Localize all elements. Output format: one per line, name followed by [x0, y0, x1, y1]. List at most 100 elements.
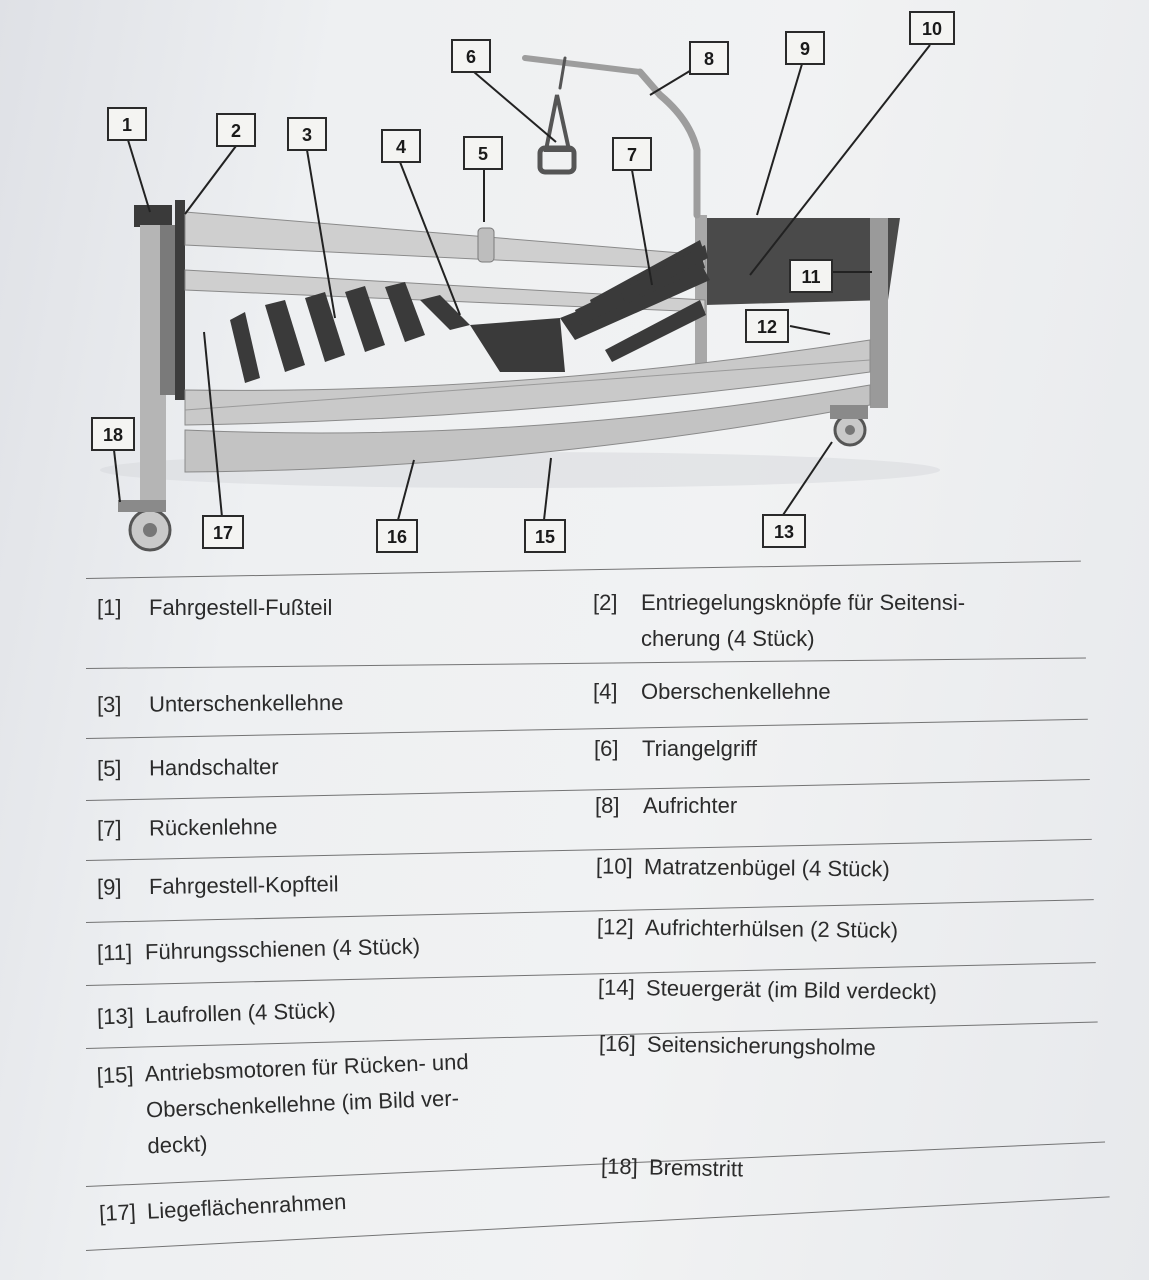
callout-17: 17 [202, 515, 244, 549]
callout-9: 9 [785, 31, 825, 65]
legend-number: [17] [98, 1199, 137, 1227]
legend-text: Führungsschienen (4 Stück) [144, 933, 421, 965]
callout-5: 5 [463, 136, 503, 170]
legend-text: Bremstritt [648, 1154, 744, 1182]
svg-text:11: 11 [801, 267, 820, 287]
bed-diagram: 1 2 3 4 5 6 7 8 9 10 11 12 13 15 16 17 1… [0, 0, 1149, 570]
svg-text:12: 12 [757, 317, 777, 337]
legend-text: Rückenlehne [148, 813, 278, 841]
legend-text: Seitensicherungsholme [646, 1031, 876, 1061]
casters [118, 405, 868, 552]
legend-item-16: [16] Seitensicherungsholme [599, 1026, 876, 1066]
legend-text: Oberschenkellehne [641, 679, 831, 704]
legend-item-6: [6] Triangelgriff [594, 731, 757, 767]
svg-text:8: 8 [704, 49, 714, 69]
lifting-pole [522, 55, 701, 219]
legend-text: Laufrollen (4 Stück) [144, 997, 337, 1028]
legend-item-12: [12] Aufrichterhülsen (2 Stück) [597, 909, 899, 949]
legend-item-18: [18] Bremstritt [601, 1149, 744, 1188]
svg-text:2: 2 [231, 121, 241, 141]
legend-text: Entriegelungsknöpfe für Seitensi- cherun… [641, 590, 966, 651]
svg-text:10: 10 [922, 19, 942, 39]
svg-text:15: 15 [535, 527, 555, 547]
callout-2: 2 [216, 113, 256, 147]
footboard [134, 200, 185, 510]
legend-number: [18] [600, 1153, 638, 1180]
svg-text:13: 13 [774, 522, 794, 542]
svg-text:5: 5 [478, 144, 488, 164]
legend-number: [10] [595, 853, 633, 879]
legend-text: Aufrichter [643, 793, 738, 818]
callout-1: 1 [107, 107, 147, 141]
svg-text:9: 9 [800, 39, 810, 59]
legend-text: Matratzenbügel (4 Stück) [643, 853, 890, 882]
legend-item-15: [15] Antriebsmotoren für Rücken- und Obe… [96, 1042, 530, 1166]
legend-item-1: [1] Fahrgestell-Fußteil [97, 590, 332, 626]
legend-rule [85, 657, 1086, 669]
callout-7: 7 [612, 137, 652, 171]
legend-number: [6] [594, 736, 619, 761]
callout-4: 4 [381, 129, 421, 163]
legend-item-3: [3] Unterschenkellehne [97, 685, 344, 723]
legend-item-8: [8] Aufrichter [595, 788, 737, 824]
legend-text: Liegeflächenrahmen [146, 1188, 347, 1224]
callout-12: 12 [745, 309, 789, 343]
legend-item-5: [5] Handschalter [97, 749, 279, 787]
svg-text:3: 3 [302, 125, 312, 145]
legend-number: [7] [96, 815, 122, 842]
legend-text: Unterschenkellehne [148, 689, 344, 717]
legend-rule [85, 560, 1081, 579]
legend-item-13: [13] Laufrollen (4 Stück) [97, 993, 337, 1036]
svg-text:6: 6 [466, 47, 476, 67]
legend-number: [13] [96, 1003, 135, 1030]
svg-text:4: 4 [396, 137, 406, 157]
legend-number: [8] [595, 793, 620, 818]
svg-text:17: 17 [213, 523, 233, 543]
callout-8: 8 [689, 41, 729, 75]
legend-number: [11] [96, 939, 133, 966]
legend-text: Steuergerät (im Bild verdeckt) [645, 975, 938, 1005]
legend-text: Handschalter [148, 754, 279, 781]
callout-11: 11 [789, 259, 833, 293]
legend-number: [3] [96, 691, 122, 718]
legend-item-10: [10] Matratzenbügel (4 Stück) [596, 848, 890, 887]
svg-text:7: 7 [627, 145, 637, 165]
legend-number: [9] [96, 874, 122, 900]
legend-number: [14] [597, 974, 635, 1001]
legend-number: [4] [593, 679, 618, 704]
legend-number: [5] [96, 755, 122, 781]
callout-6: 6 [451, 39, 491, 73]
legend-number: [12] [596, 914, 634, 940]
svg-text:18: 18 [103, 425, 123, 445]
legend-item-11: [11] Führungsschienen (4 Stück) [97, 929, 421, 972]
legend-item-9: [9] Fahrgestell-Kopfteil [97, 866, 339, 905]
legend-text: Fahrgestell-Fußteil [149, 595, 333, 620]
legend-item-7: [7] Rückenlehne [97, 809, 278, 847]
legend-text: Triangelgriff [642, 736, 757, 761]
legend-number: [2] [593, 590, 618, 615]
legend-item-2: [2] Entriegelungsknöpfe für Seitensi- ch… [593, 585, 1013, 657]
callout-10: 10 [909, 11, 955, 45]
callout-15: 15 [524, 519, 566, 553]
legend-item-17: [17] Liegeflächenrahmen [98, 1184, 347, 1232]
legend-number: [1] [97, 595, 122, 620]
callout-13: 13 [762, 514, 806, 548]
legend-number: [15] [96, 1061, 134, 1089]
hand-switch [477, 227, 495, 263]
svg-text:1: 1 [122, 115, 132, 135]
legend-item-14: [14] Steuergerät (im Bild verdeckt) [598, 970, 937, 1011]
svg-text:16: 16 [387, 527, 407, 547]
bed-frame [184, 339, 871, 473]
slatted-base [230, 240, 710, 383]
legend-item-4: [4] Oberschenkellehne [593, 674, 831, 710]
callout-leaders [113, 44, 931, 521]
callout-18: 18 [91, 417, 135, 451]
callout-3: 3 [287, 117, 327, 151]
legend-number: [16] [598, 1030, 636, 1057]
legend-text: Fahrgestell-Kopfteil [148, 871, 339, 899]
side-rails [184, 211, 706, 313]
legend-text: Aufrichterhülsen (2 Stück) [644, 914, 899, 943]
callout-16: 16 [376, 519, 418, 553]
